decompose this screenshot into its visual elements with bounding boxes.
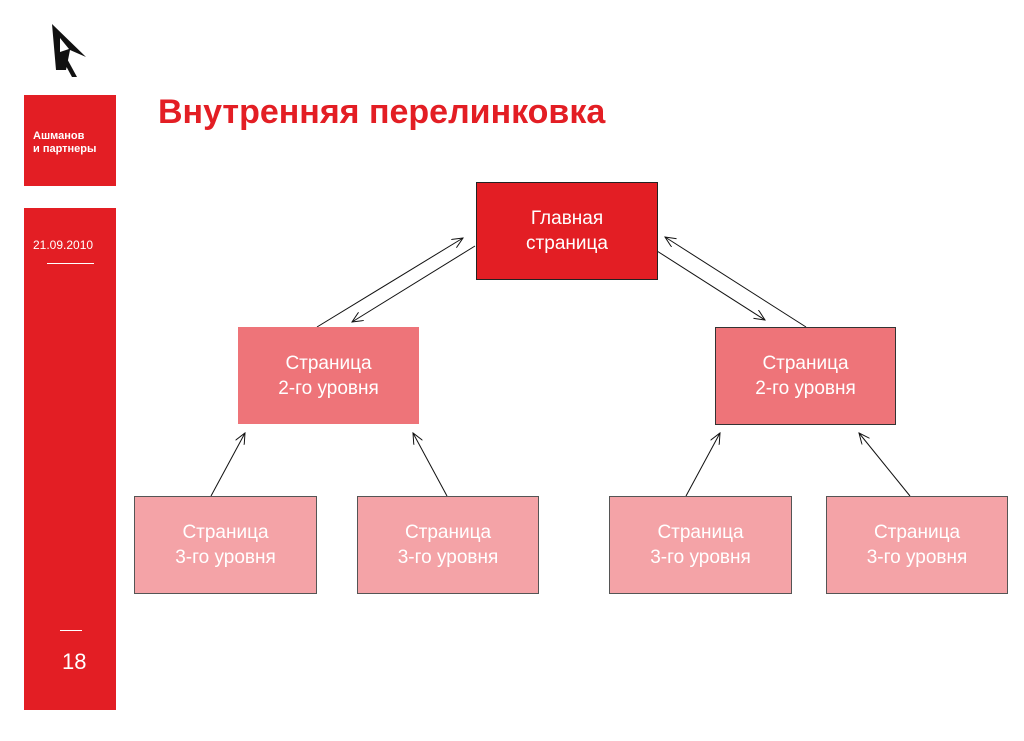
arrow xyxy=(352,245,476,322)
arrow xyxy=(210,433,245,497)
level3-node: Страница 3-го уровня xyxy=(826,496,1008,594)
page-number: 18 xyxy=(62,649,87,674)
sidebar: 21.09.2010 18 xyxy=(24,208,116,710)
node-label: Страница xyxy=(404,522,492,543)
level2-node-right: Страница 2-го уровня xyxy=(715,327,896,425)
node-label: 2-го уровня xyxy=(278,377,379,399)
arrow xyxy=(656,250,765,320)
node-label: Страница xyxy=(285,352,372,374)
logo-icon xyxy=(52,24,86,77)
node-label: 3-го уровня xyxy=(175,547,276,568)
node-label: 3-го уровня xyxy=(650,547,751,568)
level3-node: Страница 3-го уровня xyxy=(134,496,317,594)
arrow xyxy=(685,433,720,497)
node-label: Страница xyxy=(762,353,849,374)
node-label: Страница xyxy=(873,522,961,543)
main-page-node: Главная страница xyxy=(476,182,658,280)
level3-node: Страница 3-го уровня xyxy=(609,496,792,594)
node-label: Страница xyxy=(657,522,744,543)
arrow xyxy=(665,237,807,328)
node-label: страница xyxy=(526,233,608,254)
arrow xyxy=(413,433,448,497)
node-label: Главная xyxy=(530,208,604,229)
level2-node-left: Страница 2-го уровня xyxy=(238,327,419,424)
page-title: Внутренняя перелинковка xyxy=(158,93,606,131)
divider xyxy=(47,263,94,264)
divider xyxy=(60,630,82,631)
arrow xyxy=(859,433,911,497)
slide-date: 21.09.2010 xyxy=(33,238,94,252)
node-label: 2-го уровня xyxy=(755,378,856,399)
node-label: 3-го уровня xyxy=(866,547,968,568)
node-label: 3-го уровня xyxy=(397,547,499,568)
level3-node: Страница 3-го уровня xyxy=(357,496,539,594)
node-label: Страница xyxy=(182,522,269,543)
arrow xyxy=(316,238,463,328)
